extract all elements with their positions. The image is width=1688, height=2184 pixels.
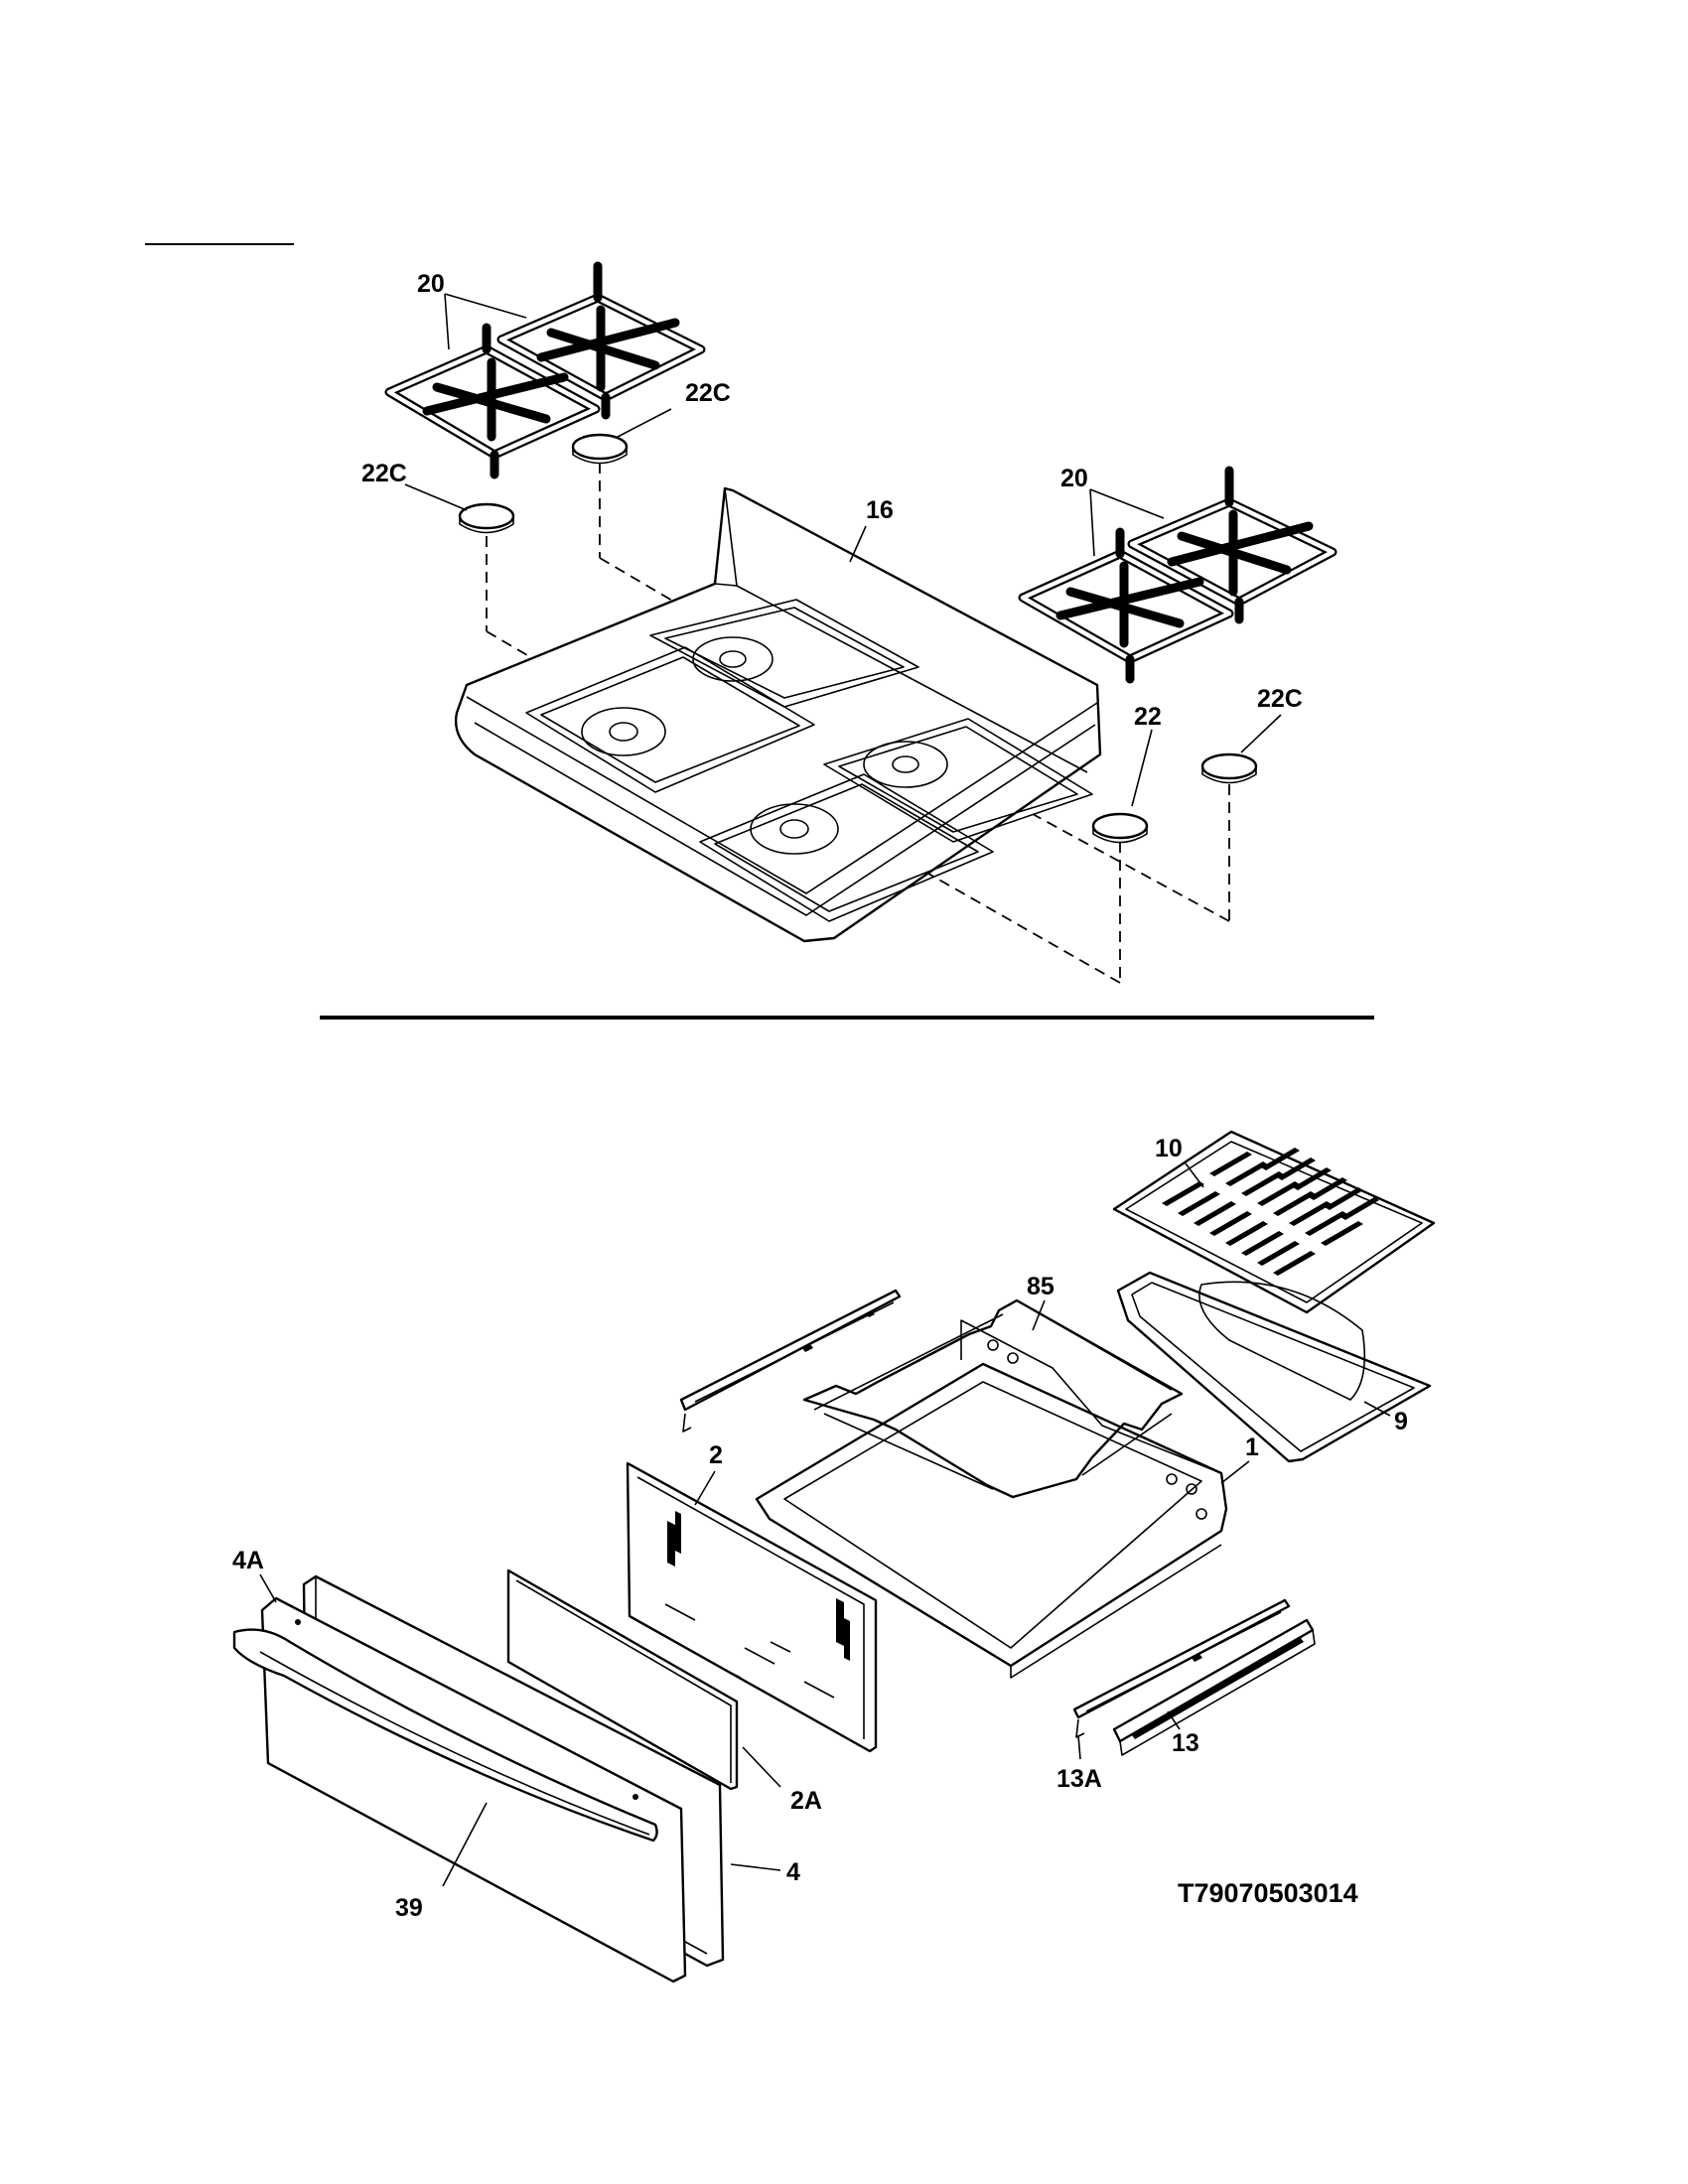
label-16: 16 [866,496,894,524]
label-1: 1 [1245,1433,1259,1461]
drawer-back-panel [626,1461,878,1753]
label-2a: 2A [790,1787,822,1815]
left-grate-pair [384,261,706,479]
label-22c-left: 22C [361,460,407,487]
drawer-rail-left [679,1289,902,1433]
drawer-leaders [259,1162,1391,1887]
label-22c-upper: 22C [685,379,731,407]
label-85: 85 [1027,1273,1055,1300]
drawer-handle [232,1628,658,1843]
drawer-slide-13 [1112,1618,1316,1756]
drawer-rack [802,1298,1184,1499]
label-20-left: 20 [417,270,445,298]
drawer-rail-13a [1072,1598,1291,1738]
label-39: 39 [395,1894,423,1922]
label-9: 9 [1394,1408,1408,1435]
cooktop-main-top [454,486,1102,943]
label-20-right: 20 [1060,465,1088,492]
label-4: 4 [786,1858,800,1886]
label-13a: 13A [1056,1765,1102,1793]
broiler-pan [1116,1271,1432,1463]
drawer-front-inner-panel [506,1569,739,1791]
broiler-slots [1162,1148,1379,1276]
label-13: 13 [1172,1729,1199,1757]
diagram-code: T79070503014 [1178,1878,1358,1908]
right-burner-caps [1091,752,1258,844]
label-22: 22 [1134,703,1162,731]
broiler-grid [1112,1130,1436,1314]
label-10: 10 [1155,1135,1183,1162]
left-burner-caps [458,433,629,534]
right-grate-pair [1018,466,1337,684]
label-2: 2 [709,1441,723,1469]
cooktop-leaders [404,293,1282,807]
label-4a: 4A [232,1547,264,1574]
label-22c-right: 22C [1257,685,1303,713]
drawer-section: 10 85 9 1 2 4A 2A 13 13A 4 39 [232,1130,1436,1983]
cooktop-section: 20 22C 22C 16 20 22 22C [361,261,1337,984]
